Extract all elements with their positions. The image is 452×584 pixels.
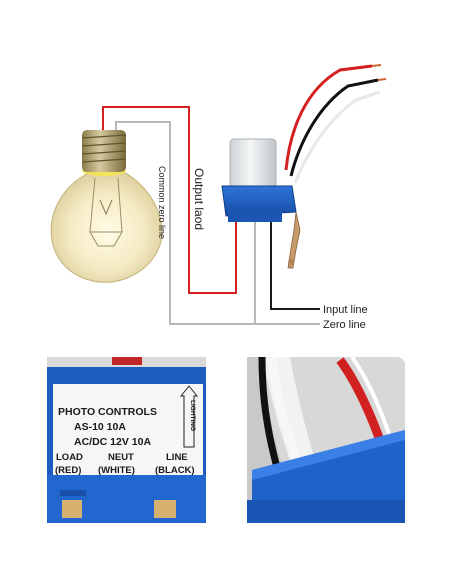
plate-line-2: AS-10 10A: [74, 421, 126, 433]
gray-common-zero-wire: [115, 121, 256, 325]
red-output-wire: [102, 106, 237, 294]
output-load-label: Output laod: [192, 168, 206, 230]
wire-red-label: (RED): [55, 465, 81, 476]
common-zero-line-label: Common zero line: [157, 166, 167, 239]
plate-line-3: AC/DC 12V 10A: [74, 436, 151, 448]
terminal-load-label: LOAD: [56, 452, 83, 463]
photo-sensor-icon: [221, 64, 387, 269]
photo-label-plate: PHOTO CONTROLS AS-10 10A AC/DC 12V 10A L…: [47, 357, 206, 523]
wire-black-label: (BLACK): [155, 465, 195, 476]
wire-white-label: (WHITE): [98, 465, 135, 476]
terminal-neut-label: NEUT: [108, 452, 134, 463]
light-bulb-icon: [50, 130, 163, 283]
plate-arrow-text: LIGHTING: [189, 400, 196, 431]
photo-sensor-closeup: [247, 355, 405, 523]
black-input-wire: [270, 210, 320, 310]
zero-line-label: Zero line: [323, 319, 366, 331]
input-line-label: Input line: [323, 304, 368, 316]
wiring-lines: [102, 106, 320, 325]
plate-line-1: PHOTO CONTROLS: [58, 406, 157, 418]
terminal-line-label: LINE: [166, 452, 188, 463]
up-arrow-icon: [179, 385, 199, 448]
